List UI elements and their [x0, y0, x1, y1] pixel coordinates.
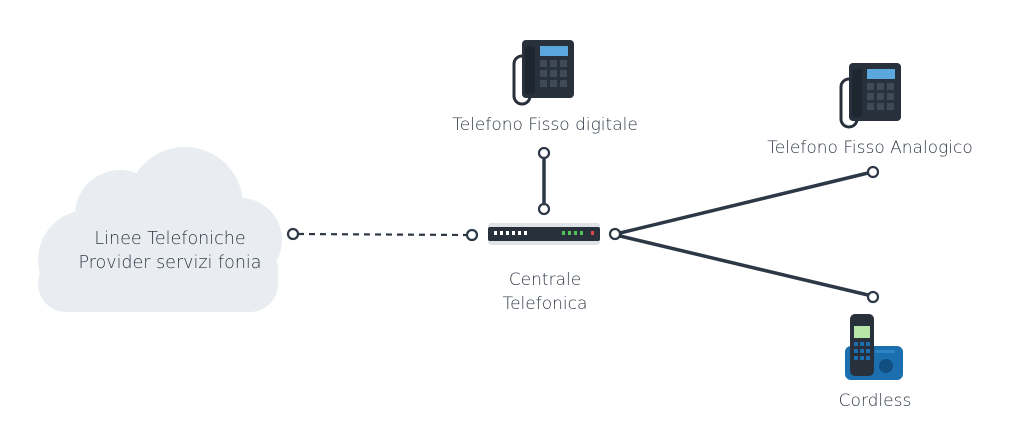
analog-phone-label: Telefono Fisso Analogico: [767, 138, 973, 158]
connector-dot: [465, 228, 479, 242]
connector-dot: [537, 202, 551, 216]
connector-dot: [608, 227, 622, 241]
pbx-label-line2: Telefonica: [502, 294, 588, 314]
pbx-label: Centrale Telefonica: [470, 268, 620, 316]
connector-dot: [286, 227, 300, 241]
pbx-device-icon: [488, 223, 600, 245]
cloud-label-line1: Linee Telefoniche: [94, 229, 246, 249]
cordless-phone-icon: [845, 314, 903, 380]
pbx-label-line1: Centrale: [508, 270, 582, 290]
desk-phone-icon: [512, 40, 574, 106]
cloud-label: Linee Telefoniche Provider servizi fonia: [60, 227, 280, 275]
dashed-link-cloud-pbx: [297, 232, 467, 237]
digital-phone-label: Telefono Fisso digitale: [452, 115, 638, 135]
cloud-icon: [38, 147, 282, 312]
desk-phone-icon: [839, 63, 901, 129]
connector-dot: [537, 146, 551, 160]
link-pbx-analog-phone: [619, 171, 869, 235]
connector-dot: [866, 165, 880, 179]
connector-dot: [866, 290, 880, 304]
link-pbx-cordless: [619, 234, 869, 297]
cordless-label: Cordless: [838, 391, 912, 411]
cloud-label-line2: Provider servizi fonia: [78, 253, 262, 273]
